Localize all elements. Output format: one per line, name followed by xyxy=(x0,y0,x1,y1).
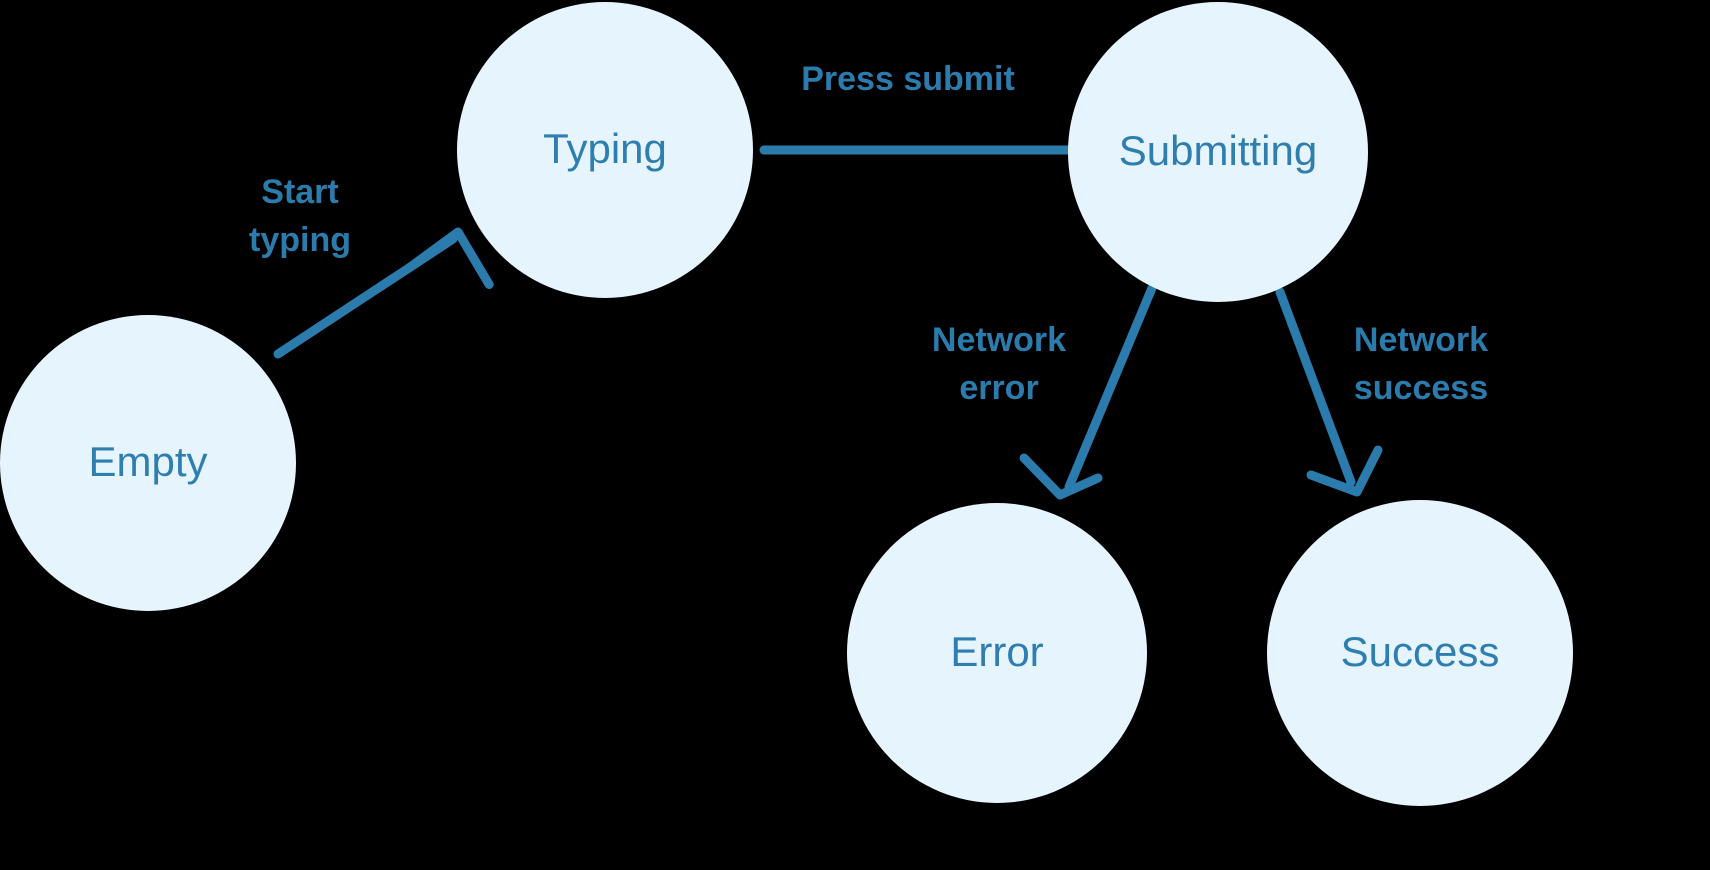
edge-label-start-typing: Start typing xyxy=(249,173,351,259)
edge-label-network-success-line-1: Network xyxy=(1354,321,1488,359)
arrowhead-submitting-to-success xyxy=(1306,445,1383,497)
edge-label-network-success-line-2: success xyxy=(1354,369,1488,407)
node-error-label: Error xyxy=(950,628,1043,675)
edge-label-press-submit-line-1: Press submit xyxy=(801,60,1015,98)
node-empty-circle[interactable] xyxy=(0,315,296,611)
arrowhead-empty-to-typing xyxy=(403,227,494,290)
node-success[interactable]: Success xyxy=(1267,500,1573,806)
node-success-label: Success xyxy=(1341,628,1500,675)
edge-submitting-to-success xyxy=(1275,287,1383,497)
edge-label-start-typing-line-1: Start xyxy=(261,173,338,211)
node-error[interactable]: Error xyxy=(847,503,1147,803)
node-success-circle[interactable] xyxy=(1267,500,1573,806)
node-submitting-label: Submitting xyxy=(1119,127,1317,174)
edge-label-network-error: Network error xyxy=(932,321,1066,407)
edge-label-network-success: Network success xyxy=(1354,321,1488,407)
edge-empty-to-typing xyxy=(273,227,494,359)
edge-submitting-to-error xyxy=(1019,283,1157,500)
node-empty[interactable]: Empty xyxy=(0,315,296,611)
node-submitting[interactable]: Submitting xyxy=(1068,2,1368,302)
arrowhead-submitting-to-error xyxy=(1019,453,1103,500)
node-submitting-circle[interactable] xyxy=(1068,2,1368,302)
edge-line-submitting-to-error xyxy=(1064,283,1157,492)
edge-label-press-submit: Press submit xyxy=(801,60,1015,98)
node-empty-label: Empty xyxy=(88,438,207,485)
edge-label-start-typing-line-2: typing xyxy=(249,221,351,259)
edge-line-submitting-to-success xyxy=(1275,287,1356,487)
node-typing-circle[interactable] xyxy=(457,2,753,298)
edge-label-network-error-line-1: Network xyxy=(932,321,1066,359)
node-error-circle[interactable] xyxy=(847,503,1147,803)
node-typing-label: Typing xyxy=(543,125,667,172)
edge-label-network-error-line-2: error xyxy=(959,369,1038,407)
node-typing[interactable]: Typing xyxy=(457,2,753,298)
